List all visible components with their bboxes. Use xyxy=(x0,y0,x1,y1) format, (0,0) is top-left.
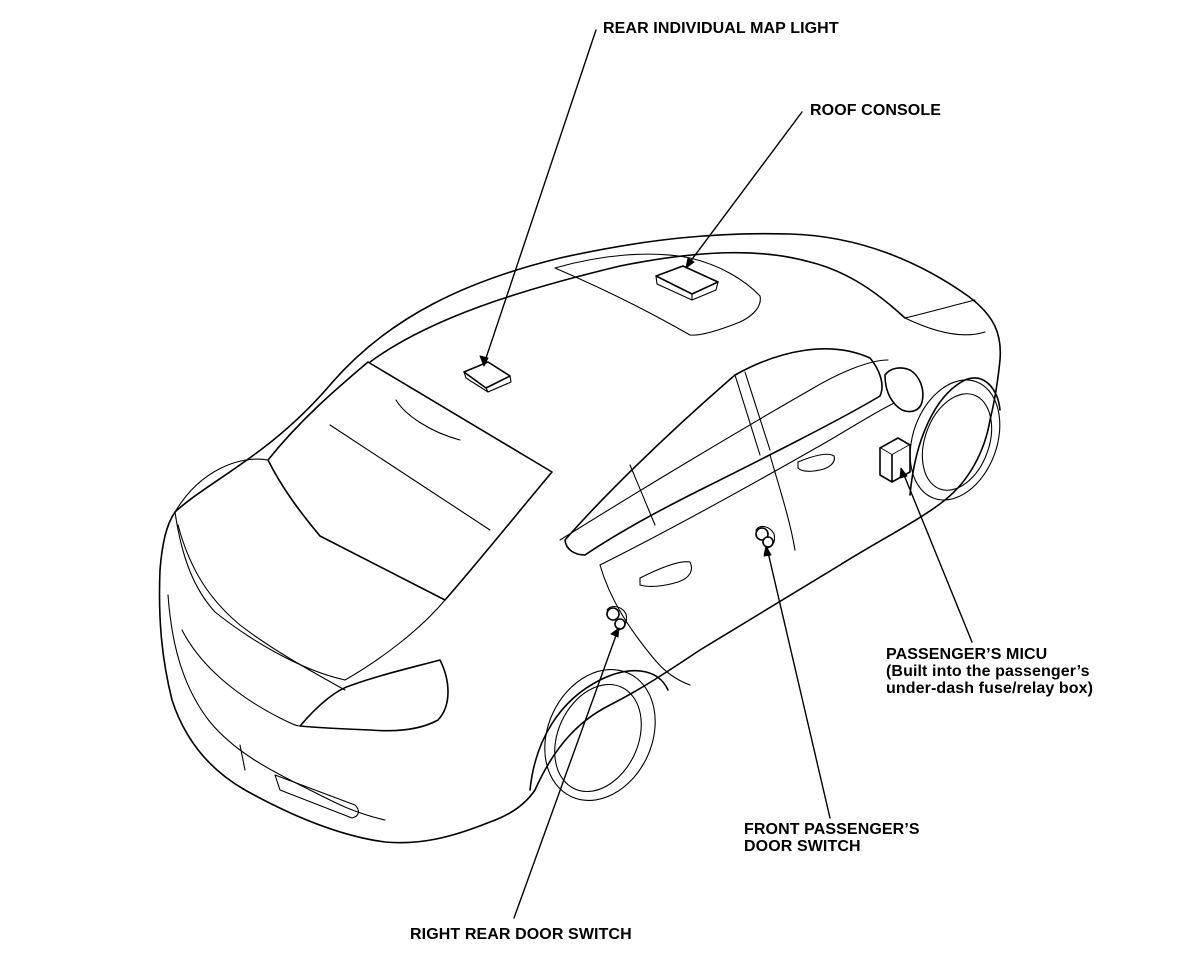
components xyxy=(463,265,911,631)
leader-rear-map-light xyxy=(483,29,597,365)
front-door-switch xyxy=(755,525,776,549)
rear-door-switch xyxy=(606,605,628,631)
roof-console-label: ROOF CONSOLE xyxy=(810,102,941,119)
passenger-micu-label: PASSENGER’S MICU (Built into the passeng… xyxy=(886,646,1093,697)
rear-map-light-label: REAR INDIVIDUAL MAP LIGHT xyxy=(603,20,839,37)
leader-lines xyxy=(479,29,973,919)
rear-door-switch-label: RIGHT REAR DOOR SWITCH xyxy=(410,926,632,943)
leader-passenger-micu xyxy=(901,469,973,643)
rear-map-light-box xyxy=(463,361,511,389)
front-door-switch-line-2: DOOR SWITCH xyxy=(744,838,861,855)
leader-rear-door-switch xyxy=(513,629,619,919)
front-door-switch-line-1: FRONT PASSENGER’S xyxy=(744,821,920,838)
leader-front-door-switch xyxy=(766,547,831,819)
front-door-switch-label: FRONT PASSENGER’S DOOR SWITCH xyxy=(744,821,920,855)
passenger-micu-title: PASSENGER’S MICU xyxy=(886,646,1048,663)
leader-roof-console xyxy=(686,111,803,267)
passenger-micu-note-line-2: under-dash fuse/relay box) xyxy=(886,680,1094,697)
car-body xyxy=(158,232,1002,844)
roof-console-box xyxy=(655,265,719,295)
passenger-micu-note-line-1: (Built into the passenger’s xyxy=(886,663,1090,680)
